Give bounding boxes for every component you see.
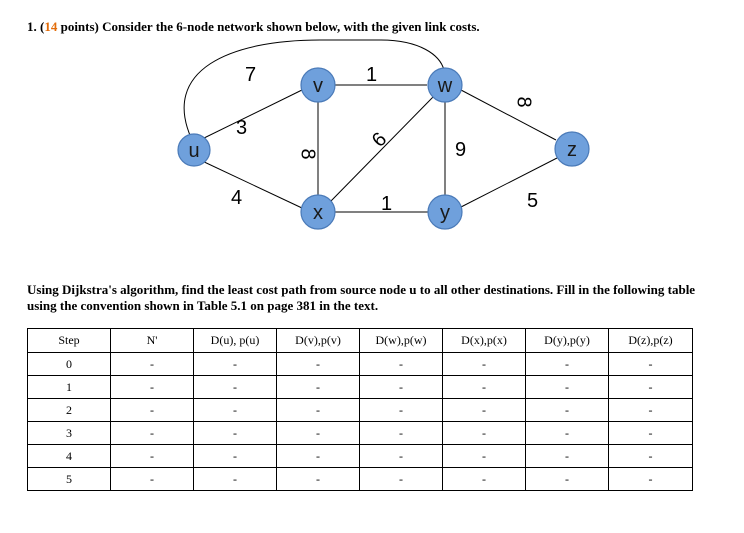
table-row: 2 - - - - - - - bbox=[27, 398, 693, 422]
table-cell: - bbox=[110, 444, 194, 468]
table-cell: 3 bbox=[27, 421, 111, 445]
table-cell: 4 bbox=[27, 444, 111, 468]
table-cell: - bbox=[442, 421, 526, 445]
table-cell: - bbox=[193, 467, 277, 491]
cost-u-x: 4 bbox=[231, 187, 242, 209]
cost-u-v: 3 bbox=[236, 117, 247, 139]
table-cell: 1 bbox=[27, 375, 111, 399]
table-cell: - bbox=[110, 421, 194, 445]
table-cell: - bbox=[110, 375, 194, 399]
question-points: 14 bbox=[44, 19, 58, 34]
table-cell: - bbox=[110, 467, 194, 491]
table-row: 4 - - - - - - - bbox=[27, 444, 693, 468]
table-cell: - bbox=[276, 352, 360, 376]
dijkstra-table: Step N' D(u), p(u) D(v),p(v) D(w),p(w) D… bbox=[27, 328, 693, 491]
question-number: 1. ( bbox=[27, 19, 45, 34]
node-u-label: u bbox=[188, 140, 199, 162]
table-cell: - bbox=[442, 398, 526, 422]
header-du: D(u), p(u) bbox=[193, 328, 277, 353]
table-cell: - bbox=[359, 467, 443, 491]
table-cell: - bbox=[608, 421, 693, 445]
node-y: y bbox=[427, 194, 463, 230]
table-cell: - bbox=[359, 398, 443, 422]
table-cell: - bbox=[608, 352, 693, 376]
cost-u-w: 7 bbox=[245, 64, 256, 86]
table-cell: - bbox=[110, 352, 194, 376]
table-cell: - bbox=[276, 398, 360, 422]
edge-u-v bbox=[199, 88, 305, 141]
edge-u-w bbox=[183, 39, 445, 141]
header-dw: D(w),p(w) bbox=[359, 328, 443, 353]
table-cell: - bbox=[442, 375, 526, 399]
header-dy: D(y),p(y) bbox=[525, 328, 609, 353]
node-x: x bbox=[300, 194, 336, 230]
cost-w-y: 9 bbox=[455, 139, 466, 161]
node-w: w bbox=[427, 67, 463, 103]
cost-y-z: 5 bbox=[527, 190, 538, 212]
table-cell: 2 bbox=[27, 398, 111, 422]
table-cell: - bbox=[193, 352, 277, 376]
node-z: z bbox=[554, 131, 590, 167]
header-n-prime: N' bbox=[110, 328, 194, 353]
cost-v-w: 1 bbox=[366, 64, 377, 86]
table-cell: - bbox=[525, 398, 609, 422]
node-v-label: v bbox=[313, 75, 323, 97]
header-dv: D(v),p(v) bbox=[276, 328, 360, 353]
node-w-label: w bbox=[437, 75, 453, 97]
table-row: 5 - - - - - - - bbox=[27, 467, 693, 491]
node-y-label: y bbox=[440, 202, 450, 224]
table-cell: - bbox=[359, 375, 443, 399]
header-dx: D(x),p(x) bbox=[442, 328, 526, 353]
cost-w-z: 8 bbox=[513, 96, 535, 107]
edge-w-z bbox=[460, 89, 557, 141]
header-dz: D(z),p(z) bbox=[608, 328, 693, 353]
table-cell: - bbox=[359, 352, 443, 376]
table-header-row: Step N' D(u), p(u) D(v),p(v) D(w),p(w) D… bbox=[27, 328, 693, 353]
table-cell: - bbox=[359, 421, 443, 445]
table-cell: - bbox=[193, 421, 277, 445]
node-u: u bbox=[177, 133, 211, 167]
table-cell: - bbox=[525, 421, 609, 445]
table-cell: - bbox=[442, 467, 526, 491]
cost-x-w: 6 bbox=[368, 128, 391, 151]
cost-v-x: 8 bbox=[297, 148, 319, 159]
table-cell: - bbox=[359, 444, 443, 468]
table-cell: - bbox=[193, 375, 277, 399]
instructions: Using Dijkstra's algorithm, find the lea… bbox=[27, 282, 696, 313]
table-cell: - bbox=[608, 444, 693, 468]
question-text: points) Consider the 6-node network show… bbox=[57, 19, 480, 34]
table-row: 3 - - - - - - - bbox=[27, 421, 693, 445]
table-cell: - bbox=[608, 467, 693, 491]
table-cell: - bbox=[193, 444, 277, 468]
table-row: 1 - - - - - - - bbox=[27, 375, 693, 399]
table-cell: - bbox=[276, 444, 360, 468]
node-x-label: x bbox=[313, 202, 323, 224]
table-cell: - bbox=[608, 398, 693, 422]
table-row: 0 - - - - - - - bbox=[27, 352, 693, 376]
table-cell: 0 bbox=[27, 352, 111, 376]
table-cell: - bbox=[110, 398, 194, 422]
table-cell: - bbox=[442, 352, 526, 376]
edge-u-x bbox=[199, 159, 303, 209]
table-cell: - bbox=[525, 352, 609, 376]
question-title: 1. (14 points) Consider the 6-node netwo… bbox=[27, 19, 480, 35]
edge-y-z bbox=[460, 157, 558, 208]
table-cell: - bbox=[276, 375, 360, 399]
node-z-label: z bbox=[567, 139, 577, 161]
table-cell: - bbox=[525, 375, 609, 399]
node-v: v bbox=[300, 67, 336, 103]
table-cell: - bbox=[525, 444, 609, 468]
table-cell: 5 bbox=[27, 467, 111, 491]
table-cell: - bbox=[193, 398, 277, 422]
table-cell: - bbox=[276, 421, 360, 445]
table-cell: - bbox=[525, 467, 609, 491]
table-cell: - bbox=[442, 444, 526, 468]
header-step: Step bbox=[27, 328, 111, 353]
cost-x-y: 1 bbox=[381, 193, 392, 215]
table-cell: - bbox=[276, 467, 360, 491]
table-cell: - bbox=[608, 375, 693, 399]
edge-x-w bbox=[329, 95, 435, 203]
